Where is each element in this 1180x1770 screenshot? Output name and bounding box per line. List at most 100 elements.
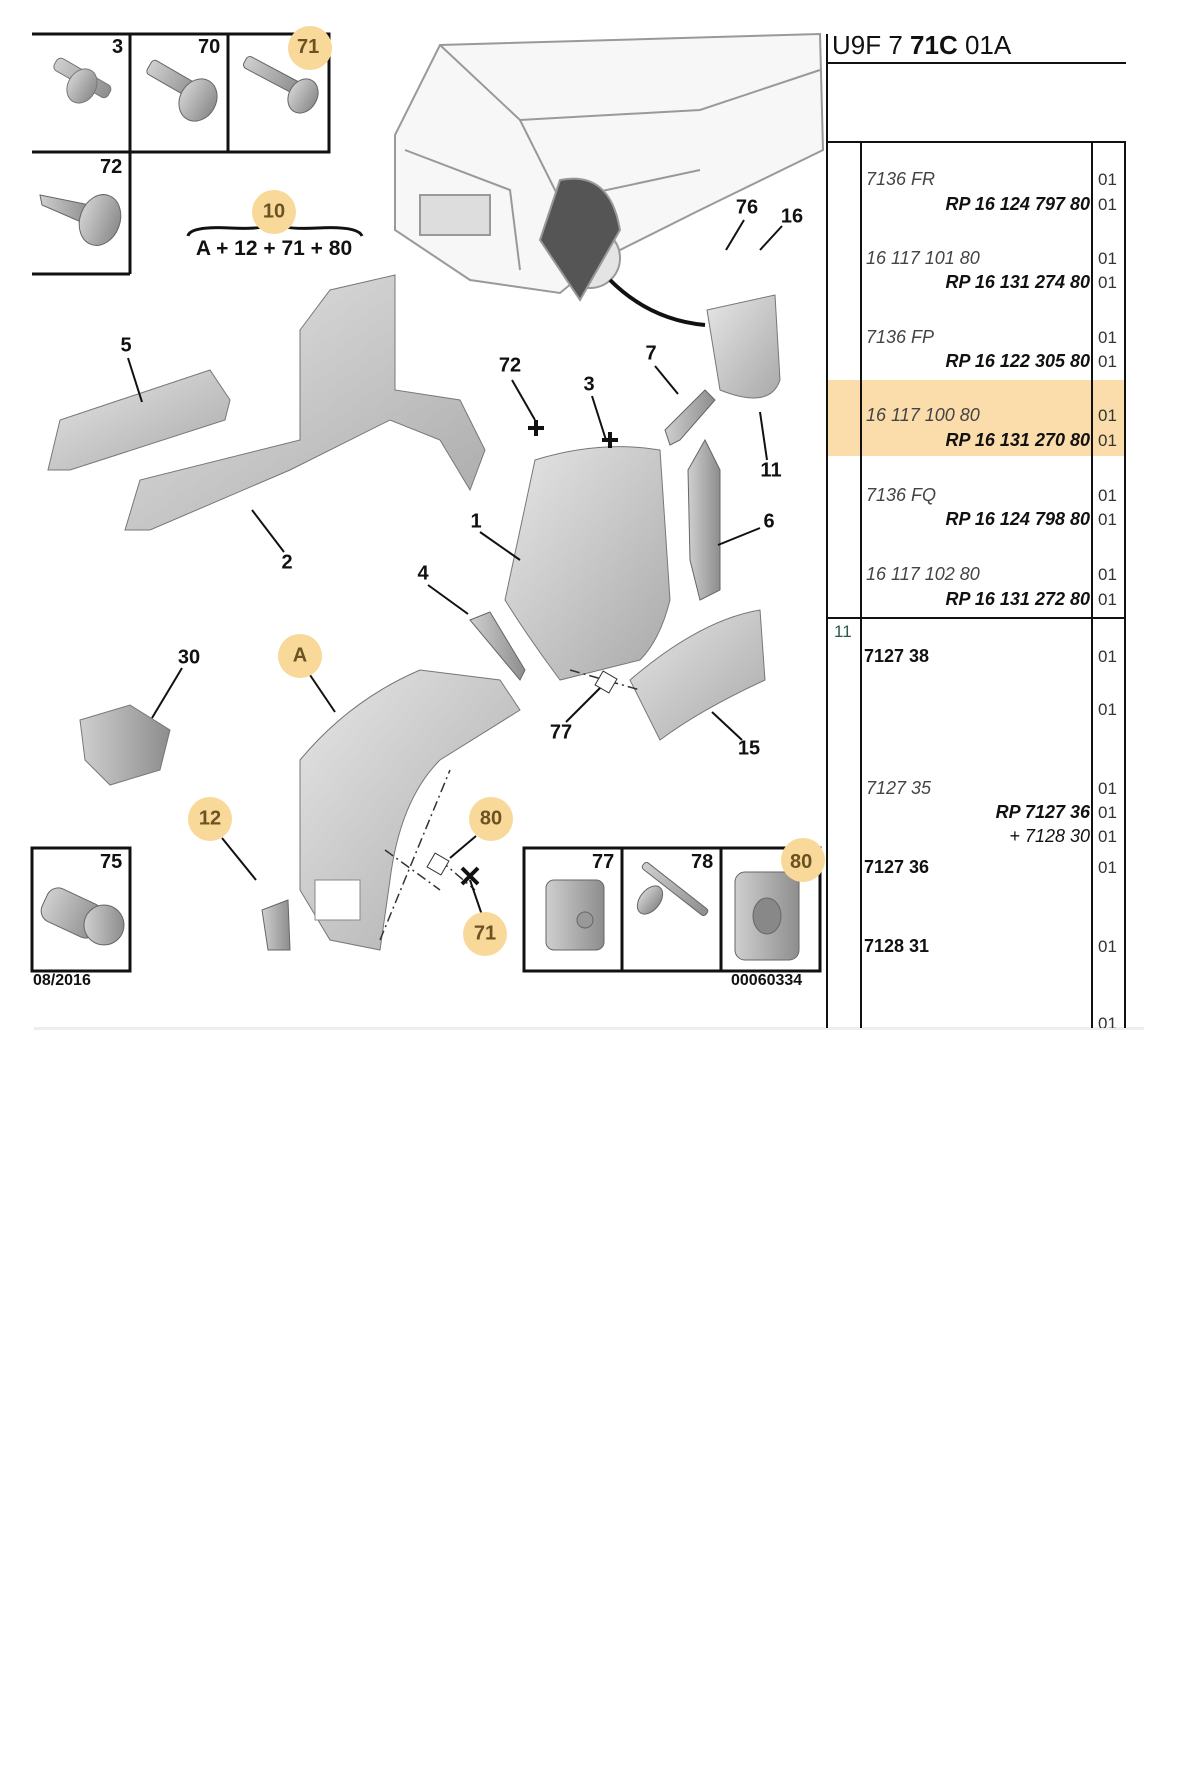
box-label-77: 77 <box>592 851 615 873</box>
callout-12[interactable]: 12 <box>198 807 222 830</box>
part-ref: 7136 FP <box>866 327 935 347</box>
replacement-part[interactable]: RP 16 122 305 80 <box>945 351 1090 371</box>
box-label-72: 72 <box>100 156 123 178</box>
van-illustration <box>394 32 825 302</box>
qty: 01 <box>1098 249 1117 268</box>
box-label-78: 78 <box>691 851 714 873</box>
col-divider-1 <box>860 141 862 1028</box>
selected-row-highlight <box>828 380 1124 456</box>
qty: 01 <box>1098 937 1117 956</box>
col-divider-2 <box>1091 141 1093 1028</box>
qty: 01 <box>1098 647 1117 666</box>
kit-formula: A + 12 + 71 + 80 <box>195 237 353 260</box>
screw-70-icon <box>146 59 218 122</box>
table-header-title: U9F 7 71C 01A <box>832 30 1011 61</box>
qty: 01 <box>1098 170 1117 189</box>
rivet-nut-75-icon <box>40 887 125 946</box>
fender-1 <box>504 446 671 681</box>
mudflap-11 <box>706 294 781 399</box>
qty: 01 <box>1098 486 1117 505</box>
qty: 01 <box>1098 827 1117 846</box>
box-label-80[interactable]: 80 <box>790 851 813 873</box>
box-label-3: 3 <box>112 36 124 58</box>
callout-15[interactable]: 15 <box>737 737 761 760</box>
qty: 01 <box>1098 858 1117 877</box>
qty: 01 <box>1098 779 1117 798</box>
replacement-part[interactable]: RP 16 131 272 80 <box>945 589 1090 609</box>
diagram-reference: 00060334 <box>731 972 803 989</box>
bracket-7 <box>664 389 716 446</box>
qty: 01 <box>1098 590 1117 609</box>
qty: 01 <box>1098 510 1117 529</box>
bottom-boxes <box>30 846 822 973</box>
part-ref[interactable]: 7128 31 <box>864 936 930 956</box>
callout-5[interactable]: 5 <box>120 334 132 357</box>
cover-12 <box>261 899 291 951</box>
box-label-75: 75 <box>100 851 123 873</box>
part-ref[interactable]: 7127 36 <box>864 857 930 877</box>
part-ref: 16 117 101 80 <box>866 248 980 268</box>
bracket-4 <box>469 611 526 681</box>
strip-6 <box>687 438 721 601</box>
wheel-arch-liner-A <box>299 669 521 951</box>
callout-71[interactable]: 71 <box>473 922 497 945</box>
clip-nut-80-icon <box>734 871 800 961</box>
callout-72[interactable]: 72 <box>498 354 522 377</box>
qty: 01 <box>1098 431 1117 450</box>
rail-2-panel <box>124 274 486 531</box>
clip-kit-30 <box>79 704 171 786</box>
box-label-71[interactable]: 71 <box>297 36 320 58</box>
extension-15 <box>629 609 766 741</box>
callout-11[interactable]: 11 <box>760 459 782 482</box>
part-ref: 7136 FR <box>866 169 936 189</box>
header-code: 71C <box>910 30 958 60</box>
callout-77[interactable]: 77 <box>549 721 573 744</box>
part-ref: 7127 35 <box>866 778 932 798</box>
qty: 01 <box>1098 352 1117 371</box>
replacement-part[interactable]: RP 16 131 274 80 <box>945 272 1090 292</box>
table-border-left <box>826 34 828 1028</box>
part-ref[interactable]: 7127 38 <box>864 646 930 666</box>
callout-6[interactable]: 6 <box>763 510 775 533</box>
callout-16[interactable]: 16 <box>780 205 804 228</box>
qty: 01 <box>1098 273 1117 292</box>
qty: 01 <box>1098 803 1117 822</box>
replacement-part[interactable]: RP 16 124 797 80 <box>945 194 1090 214</box>
callout-76[interactable]: 76 <box>735 196 759 219</box>
qty: 01 <box>1098 565 1117 584</box>
clip-77-icon <box>545 879 605 951</box>
part-ref: 7136 FQ <box>866 485 937 505</box>
rivet-78-icon <box>636 861 709 917</box>
callout-7[interactable]: 7 <box>645 342 657 365</box>
part-ref: 16 117 100 80 <box>866 405 980 425</box>
leader-lines <box>127 219 783 919</box>
callout-80[interactable]: 80 <box>479 807 503 830</box>
callout-4[interactable]: 4 <box>417 562 429 585</box>
kit-number[interactable]: 10 <box>262 200 286 223</box>
callout-A[interactable]: A <box>292 644 308 667</box>
header-suffix: 01A <box>957 30 1012 60</box>
part-ref: 16 117 102 80 <box>866 564 980 584</box>
screw-3-icon <box>53 57 112 104</box>
screw-71-icon <box>243 55 319 114</box>
callout-30[interactable]: 30 <box>177 646 201 669</box>
group-divider <box>826 617 1126 619</box>
qty: 01 <box>1098 406 1117 425</box>
header-divider <box>826 62 1126 64</box>
qty: 01 <box>1098 328 1117 347</box>
header-prefix: U9F 7 <box>832 30 911 60</box>
table-border-right <box>1124 141 1126 1028</box>
replacement-part-addition[interactable]: + 7128 30 <box>1009 826 1090 846</box>
screw-72-icon <box>39 194 122 246</box>
replacement-part[interactable]: RP 7127 36 <box>995 802 1090 822</box>
callout-3[interactable]: 3 <box>583 373 595 396</box>
callout-1[interactable]: 1 <box>470 510 482 533</box>
rail-5 <box>47 369 231 471</box>
qty-clipped: 01 <box>1098 1014 1117 1028</box>
box-label-70: 70 <box>198 36 221 58</box>
diagram-date: 08/2016 <box>33 972 91 989</box>
replacement-part[interactable]: RP 16 124 798 80 <box>945 509 1090 529</box>
callout-2[interactable]: 2 <box>281 551 293 574</box>
replacement-part[interactable]: RP 16 131 270 80 <box>945 430 1090 450</box>
table-top-line <box>826 141 1126 143</box>
